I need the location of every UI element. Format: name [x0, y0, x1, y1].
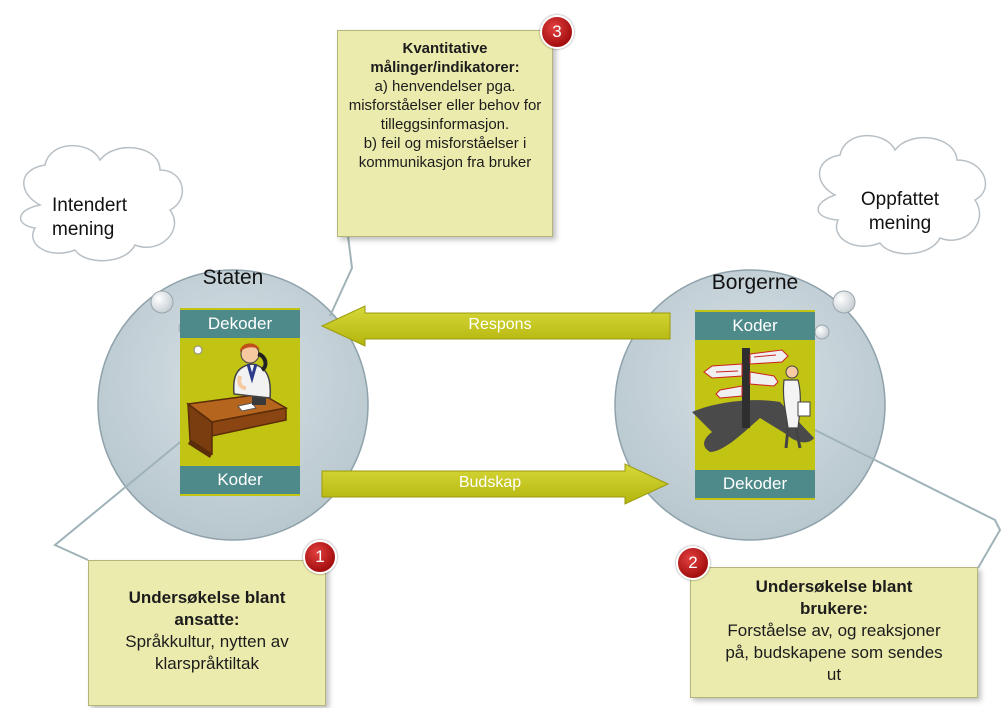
note-employee-survey: Undersøkelse blant ansatte: Språkkultur,… [88, 560, 326, 706]
badge-3: 3 [540, 15, 574, 49]
right-thought-bubble-medium [814, 324, 830, 340]
note2-callout-line [814, 429, 1002, 569]
perceived-meaning-label: Oppfattet mening [860, 189, 940, 234]
sender-title: Staten [202, 266, 264, 289]
note-quantitative-indicators: Kvantitative målinger/indikatorer: a) he… [337, 30, 553, 237]
sender-decoder-band: Dekoder [180, 310, 300, 338]
receiver-title: Borgerne [711, 271, 799, 294]
person-on-phone-icon [186, 343, 289, 458]
note1-heading: Undersøkelse blant ansatte: [128, 588, 286, 629]
note1-body: Språkkultur, nytten av klarspråktiltak [125, 632, 289, 673]
note3-callout-line [329, 235, 354, 317]
left-thought-cloud [19, 144, 184, 262]
note2-heading: Undersøkelse blant brukere: [755, 577, 913, 618]
sender-coder-band: Koder [180, 466, 300, 494]
note3-heading: Kvantitative målinger/indikatorer: [370, 40, 520, 76]
receiver-coder-band: Koder [695, 312, 815, 340]
response-arrow [320, 305, 671, 347]
note3-body-b: b) feil og misforståelser i kommunikasjo… [358, 135, 532, 171]
note-user-survey: Undersøkelse blant brukere: Forståelse a… [690, 567, 978, 698]
intended-meaning-label: Intendert mening [52, 195, 127, 240]
message-label: Budskap [458, 474, 522, 491]
note1-callout-line [53, 419, 208, 561]
person-at-signpost-icon [692, 348, 814, 452]
perceived-meaning-text: Oppfattet mening [850, 188, 950, 236]
left-thought-bubble-large [150, 290, 174, 314]
message-arrow [321, 463, 670, 505]
note2-body: Forståelse av, og reaksjoner på, budskap… [725, 621, 943, 684]
right-thought-bubble-large [832, 290, 856, 314]
receiver-decoder-band: Dekoder [695, 470, 815, 498]
badge-1: 1 [303, 540, 337, 574]
right-thought-cloud [817, 134, 987, 255]
note3-body-a: a) henvendelser pga. misforståelser elle… [348, 78, 542, 133]
badge-2: 2 [676, 546, 710, 580]
response-label: Respons [468, 316, 532, 333]
intended-meaning-text: Intendert mening [52, 194, 152, 242]
